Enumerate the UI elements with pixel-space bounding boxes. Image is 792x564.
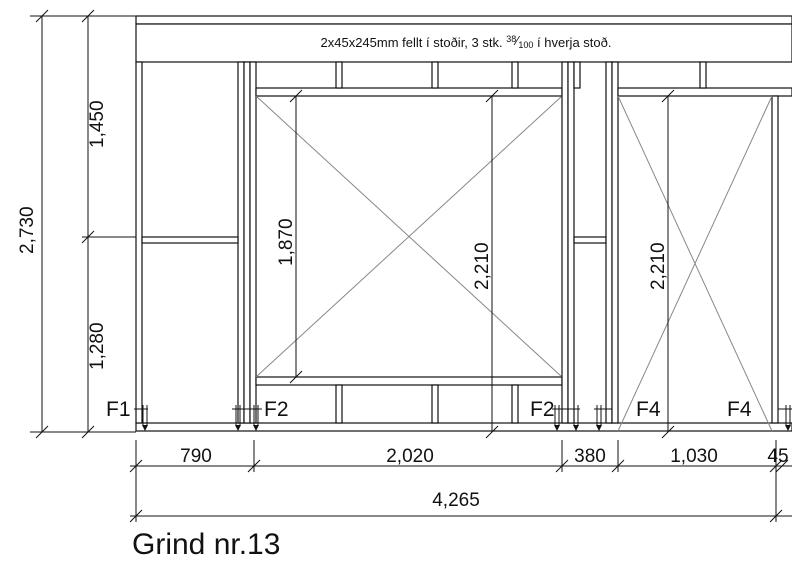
dim-total-height: 2,730 <box>17 206 38 254</box>
beam-note: 2x45x245mm fellt í stoðir, 3 stk. 38⁄100… <box>321 33 612 50</box>
dim-opening1-inner-height: 2,210 <box>472 242 493 290</box>
anchor-label: F1 <box>106 398 131 421</box>
dim-total-width: 4,265 <box>432 490 480 511</box>
anchor-label: F2 <box>264 398 289 421</box>
header-beam <box>135 23 792 63</box>
dim-width: 380 <box>574 446 606 467</box>
dim-width: 1,030 <box>670 446 718 467</box>
drawing-title: Grind nr.13 <box>132 528 280 561</box>
dim-width: 45 <box>767 446 788 467</box>
dim-opening2-height: 2,210 <box>648 242 669 290</box>
dim-width: 2,020 <box>386 446 434 467</box>
wall-frame: 2x45x245mm fellt í stoðir, 3 stk. 38⁄100… <box>135 15 792 439</box>
dim-upper-height: 1,450 <box>87 100 108 148</box>
vertical-dimension-total: 2,730 <box>17 9 136 439</box>
dim-opening1-height: 1,870 <box>276 218 297 266</box>
anchor-label: F2 <box>530 398 555 421</box>
anchors: F1 F2 F2 F4 F4 <box>106 398 792 432</box>
horizontal-dimensions: 790 2,020 380 1,030 45 4,265 <box>129 440 792 523</box>
vertical-dimension-split: 1,450 1,280 <box>81 9 146 439</box>
dim-width: 790 <box>180 446 212 467</box>
dim-lower-height: 1,280 <box>87 322 108 370</box>
anchor-label: F4 <box>636 398 661 421</box>
anchor-label: F4 <box>727 398 752 421</box>
